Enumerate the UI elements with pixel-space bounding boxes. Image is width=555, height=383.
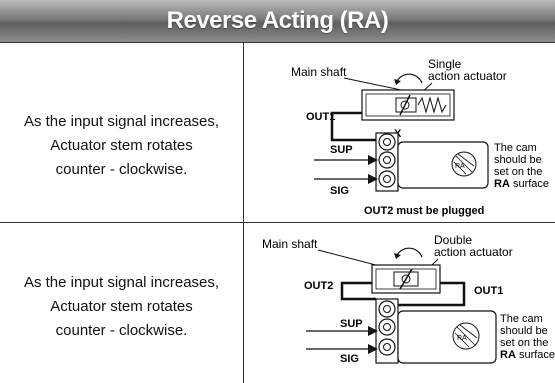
cam-detail-icon-2 [454,324,478,348]
piston-icon [395,97,417,113]
sig-port-inner-icon [383,175,391,183]
actuator-inner-box [365,93,451,117]
actuator-label-line1: Single [428,57,462,71]
main-shaft-leader [343,77,407,92]
cam-ra-mark: RA [455,163,465,170]
cam-note-line4: RA surface [494,178,549,190]
actuator-inner-box-2 [375,268,437,290]
shaft-pivot-icon-2 [401,274,411,284]
row2-desc-line3: counter - clockwise. [55,322,188,339]
sup-port-inner-icon [383,156,391,164]
out2-plugged-note: OUT2 must be plugged [364,205,484,217]
single-actuator-body [361,89,455,121]
positioner-body [397,141,489,189]
rotation-arrowhead-icon [394,79,401,85]
cam-surface-bold: RA [494,178,510,190]
cam-note-line3-2: set on the [500,337,548,349]
piston-icon-2 [393,271,419,287]
out2-pipe [340,281,376,301]
row1-diagram: Main shaft Single action actuator OUT1 X… [291,57,549,217]
cam-icon [451,151,477,177]
cam-surface-bold-2: RA [500,349,516,361]
out1-pipe-2 [398,281,466,307]
rotation-arrow-icon-2 [395,247,423,258]
sup-label: SUP [330,144,353,156]
page-title: Reverse Acting (RA) [166,7,389,34]
sig-port-icon-2 [378,338,396,356]
out1-port-icon [378,133,396,151]
out1-label-2: OUT1 [474,285,503,297]
cam-note-line3: set on the [494,166,542,178]
cam-note-line2: should be [494,154,542,166]
sig-port-icon [378,170,396,188]
sig-port-inner-icon-2 [383,343,391,351]
sig-label: SIG [330,185,349,197]
rotation-arrow-icon [395,73,423,84]
out-port-icon-2 [378,300,396,318]
out1-port-inner-icon [383,138,391,146]
actuator-label-line1-2: Double [434,233,472,247]
cam-note-line1-2: The cam [500,313,543,325]
shaft-lever-icon [399,94,411,116]
row2-desc-line2: Actuator stem rotates [50,298,193,315]
out-port-inner-icon-2 [383,305,391,313]
out1-label: OUT1 [306,111,335,123]
cam-note-line4-2: RA surface [500,349,555,361]
positioner-body-2 [397,310,497,364]
rotation-arrowhead-icon-2 [394,253,401,259]
row-divider [0,222,555,223]
row1-desc-line3: counter - clockwise. [55,161,188,178]
cam-note-line1: The cam [494,142,537,154]
shaft-pivot-icon [400,100,410,110]
actuator-label-line2-2: action actuator [434,245,513,259]
sup-label-2: SUP [340,318,363,330]
cam-note-line2-2: should be [500,325,548,337]
cam-detail-icon [453,153,475,175]
row1-description: As the input signal increases, Actuator … [0,110,243,182]
row1-desc-line2: Actuator stem rotates [50,137,193,154]
main-shaft-label: Main shaft [291,65,347,79]
row2-diagram: Main shaft Double action actuator OUT2 O… [262,233,555,365]
out1-pipe [330,111,378,142]
row1-desc-line1: As the input signal increases, [23,113,220,130]
main-shaft-label-2: Main shaft [262,237,318,251]
sup-port-icon [378,151,396,169]
sup-arrowhead-icon-2 [368,326,378,336]
shaft-lever-icon-2 [399,268,413,290]
cam-ra-mark-2: RA [457,335,467,342]
row2-desc-line1: As the input signal increases, [23,274,220,291]
return-spring-icon [417,96,447,114]
header-bar: Reverse Acting (RA) [0,0,555,42]
cam-icon-2 [452,322,480,350]
sup-arrowhead-icon [368,155,378,165]
column-divider [243,43,244,383]
sig-label-2: SIG [340,353,359,365]
cam-surface-rest-2: surface [516,349,555,361]
actuator-label-line2: action actuator [428,69,507,83]
sup-port-inner-icon-2 [383,323,391,331]
out2-label: OUT2 [304,280,333,292]
row2-description: As the input signal increases, Actuator … [0,271,243,343]
cam-surface-rest: surface [510,178,549,190]
sig-arrowhead-icon-2 [368,344,378,354]
sig-arrowhead-icon [368,174,378,184]
header-divider [0,42,555,43]
sup-port-icon-2 [378,318,396,336]
